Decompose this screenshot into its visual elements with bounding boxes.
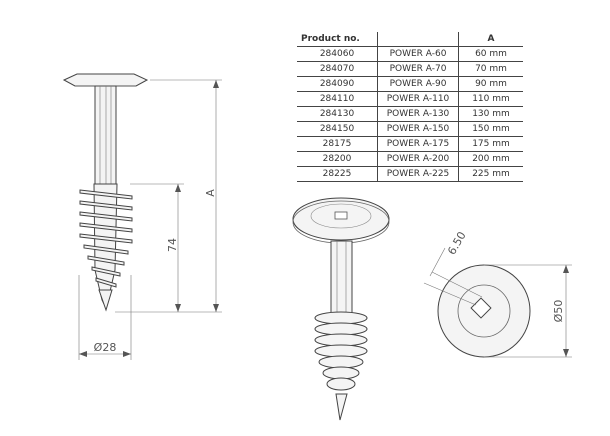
table-header-row: Product no. A xyxy=(297,32,523,47)
spiral-thread xyxy=(326,377,356,391)
top-view: 6.50 Ø50 xyxy=(423,229,572,358)
dimension-a-label: A xyxy=(204,189,217,197)
cell-name: POWER A-110 xyxy=(377,91,459,107)
cell-product-no: 284110 xyxy=(297,91,378,107)
cell-name: POWER A-90 xyxy=(377,76,459,92)
cell-product-no: 28225 xyxy=(297,166,378,182)
cell-name: POWER A-130 xyxy=(377,106,459,122)
cell-product-no: 284090 xyxy=(297,76,378,92)
cell-a: 175 mm xyxy=(458,136,523,152)
cell-a: 225 mm xyxy=(458,166,523,182)
dimension-74: 74 xyxy=(130,183,184,312)
thread-flight xyxy=(79,200,133,211)
thread-flight xyxy=(79,233,133,244)
cell-a: 70 mm xyxy=(458,61,523,77)
dimension-diameter-28: Ø28 xyxy=(78,275,132,360)
header-product-no: Product no. xyxy=(297,32,378,47)
cell-a: 110 mm xyxy=(458,91,523,107)
spiral-thread xyxy=(318,355,364,369)
spiral-thread xyxy=(314,322,368,336)
spiral-thread xyxy=(314,333,368,347)
side-view xyxy=(62,73,149,312)
cell-a: 130 mm xyxy=(458,106,523,122)
thread-flight xyxy=(87,255,125,266)
cell-name: POWER A-200 xyxy=(377,151,459,167)
cell-name: POWER A-175 xyxy=(377,136,459,152)
cell-product-no: 28175 xyxy=(297,136,378,152)
cell-name: POWER A-70 xyxy=(377,61,459,77)
spiral-thread xyxy=(314,311,368,325)
cell-a: 60 mm xyxy=(458,46,523,62)
thread-flight xyxy=(79,211,133,222)
thread-flight xyxy=(79,189,133,200)
cell-name: POWER A-150 xyxy=(377,121,459,137)
dimension-74-label: 74 xyxy=(166,238,179,252)
spiral-thread xyxy=(322,366,360,380)
thread-flight xyxy=(91,266,121,277)
dimension-diameter-50-label: Ø50 xyxy=(552,300,565,323)
cell-product-no: 284060 xyxy=(297,46,378,62)
spiral-thread xyxy=(314,344,368,358)
cell-name: POWER A-60 xyxy=(377,46,459,62)
thread-flight xyxy=(83,244,129,255)
cell-product-no: 284150 xyxy=(297,121,378,137)
perspective-view xyxy=(292,197,390,421)
thread-flight xyxy=(95,277,117,288)
dimension-diameter-28-label: Ø28 xyxy=(94,341,117,354)
header-a: A xyxy=(458,32,523,47)
cell-name: POWER A-225 xyxy=(377,166,459,182)
dimension-a: A xyxy=(115,79,222,313)
cell-product-no: 284070 xyxy=(297,61,378,77)
cell-a: 150 mm xyxy=(458,121,523,137)
cell-product-no: 284130 xyxy=(297,106,378,122)
cell-product-no: 28200 xyxy=(297,151,378,167)
header-name xyxy=(377,32,459,47)
cell-a: 90 mm xyxy=(458,76,523,92)
cell-a: 200 mm xyxy=(458,151,523,167)
dimension-socket-label: 6.50 xyxy=(445,229,469,257)
thread-flight xyxy=(79,222,133,233)
